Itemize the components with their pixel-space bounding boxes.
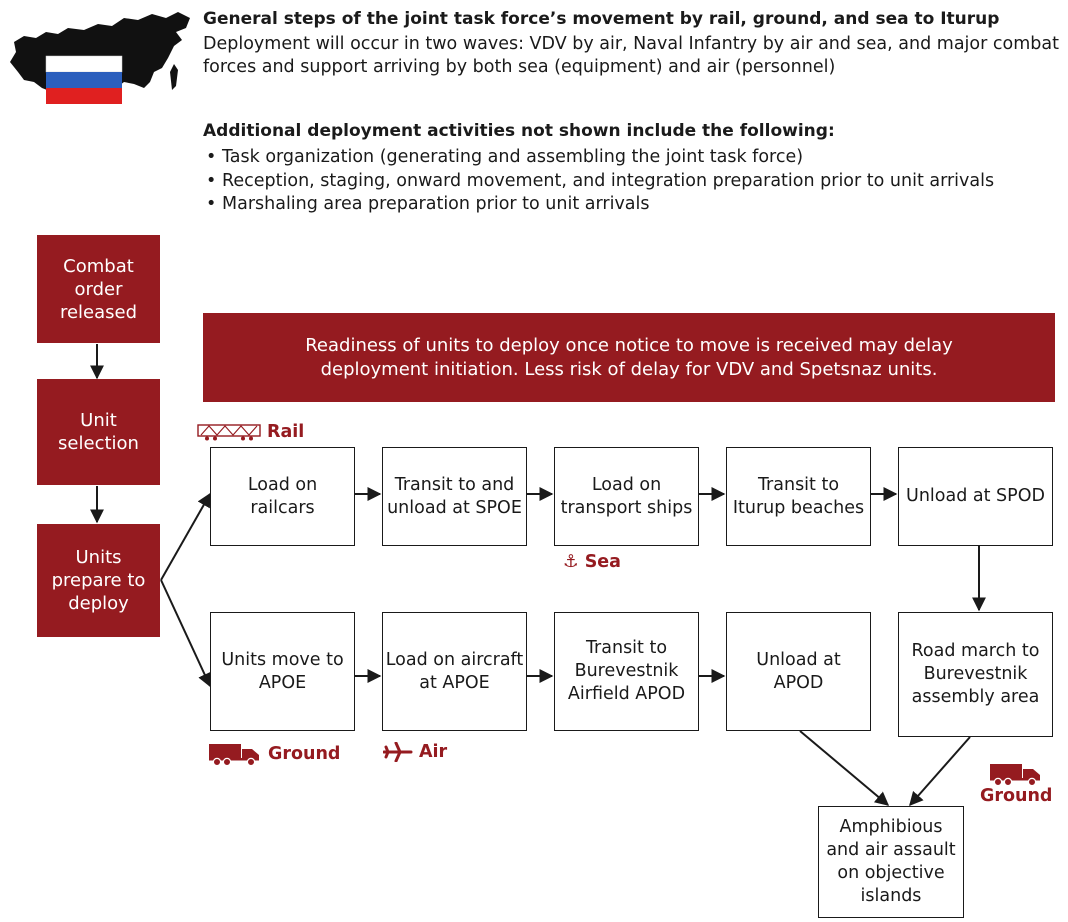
rail-label: Rail <box>267 422 305 442</box>
arrow-road-march-to-assault <box>909 736 971 807</box>
ground-label: Ground <box>980 786 1053 806</box>
deployment-description: Deployment will occur in two waves: VDV … <box>203 34 1059 77</box>
step-units-prepare-to-deploy: Units prepare to deploy <box>37 524 160 637</box>
list-item: Reception, staging, onward movement, and… <box>206 170 1036 194</box>
truck-icon <box>209 744 259 766</box>
airplane-icon <box>383 742 413 762</box>
step-transit-iturup-beaches: Transit to Iturup beaches <box>726 447 871 546</box>
mode-label-ground-right: Ground <box>980 762 1052 806</box>
step-road-march-assembly-area: Road march to Burevestnik assembly area <box>898 612 1053 737</box>
step-transit-burevestnik-apod: Transit to Burevestnik Airfield APOD <box>554 612 699 731</box>
anchor-icon: ⚓ <box>563 552 579 572</box>
list-item: Marshaling area preparation prior to uni… <box>206 193 1036 217</box>
mode-label-sea: ⚓ Sea <box>563 552 621 572</box>
page-title: General steps of the joint task force’s … <box>203 9 1000 29</box>
readiness-banner: Readiness of units to deploy once notice… <box>203 313 1055 402</box>
list-item: Task organization (generating and assemb… <box>206 146 1036 170</box>
mode-label-ground-left: Ground <box>208 742 340 766</box>
additional-activities-heading: Additional deployment activities not sho… <box>203 121 835 141</box>
step-load-on-railcars: Load on railcars <box>210 447 355 546</box>
russia-map-flag-icon <box>6 6 196 116</box>
truck-icon <box>990 764 1041 786</box>
step-load-aircraft-apoe: Load on aircraft at APOE <box>382 612 527 731</box>
additional-activities-list: Task organization (generating and assemb… <box>206 146 1036 217</box>
arrow-prepare-to-ground <box>160 579 212 688</box>
ground-label: Ground <box>268 744 341 764</box>
step-amphibious-air-assault: Amphibious and air assault on objective … <box>818 806 964 918</box>
railcar-icon <box>197 424 261 441</box>
step-units-move-apoe: Units move to APOE <box>210 612 355 731</box>
arrow-prepare-to-rail <box>160 492 211 581</box>
step-unit-selection: Unit selection <box>37 379 160 485</box>
step-unload-apod: Unload at APOD <box>726 612 871 731</box>
step-load-transport-ships: Load on transport ships <box>554 447 699 546</box>
step-transit-unload-spoe: Transit to and unload at SPOE <box>382 447 527 546</box>
step-combat-order-released: Combat order released <box>37 235 160 343</box>
sea-label: Sea <box>584 552 621 572</box>
mode-label-rail: Rail <box>197 422 304 442</box>
arrow-apod-to-assault <box>799 730 890 806</box>
step-unload-spod: Unload at SPOD <box>898 447 1053 546</box>
mode-label-air: Air <box>383 742 447 762</box>
air-label: Air <box>419 742 448 762</box>
